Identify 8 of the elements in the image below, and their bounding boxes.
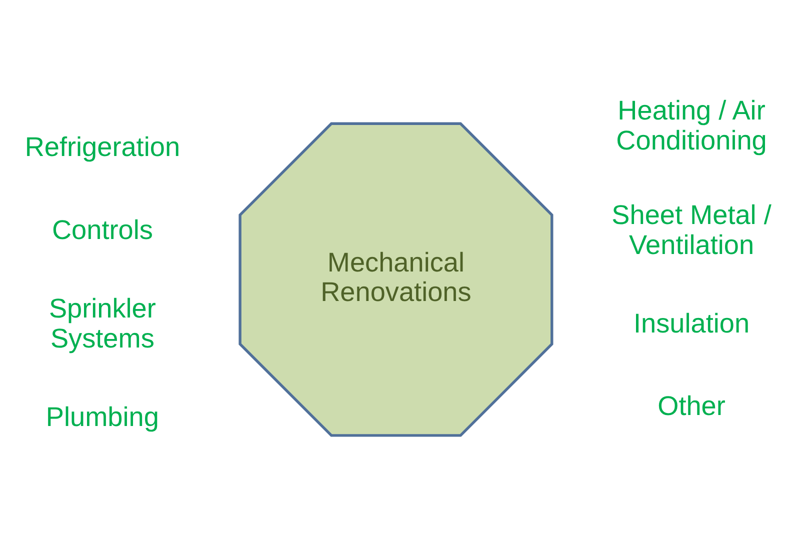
- label: Heating / Air Conditioning: [616, 94, 767, 155]
- label: Sprinkler Systems: [48, 292, 156, 353]
- label: Plumbing: [46, 400, 159, 432]
- label: Refrigeration: [24, 130, 180, 162]
- label: Sheet Metal / Ventilation: [612, 198, 772, 260]
- label: Controls: [52, 213, 153, 244]
- label: Insulation: [634, 306, 750, 338]
- label: Other: [658, 390, 726, 421]
